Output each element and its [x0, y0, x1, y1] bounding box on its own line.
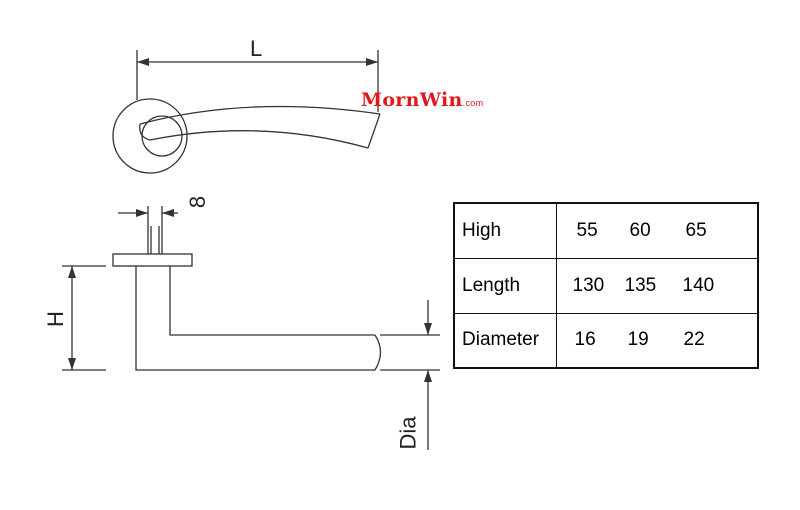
dim-dia-arrowhead-bottom [424, 370, 432, 382]
lever-top-root [139, 123, 151, 141]
row-values-length: 130 135 140 [555, 257, 758, 314]
table-row: Length 130 135 140 [453, 257, 758, 314]
lever-top-tip [367, 113, 381, 149]
dim-8-arrowhead-right [162, 209, 174, 217]
dim-h-arrowhead-bottom [68, 358, 76, 370]
brand-logo: MornWin.com [361, 89, 483, 111]
table-row: Diameter 16 19 22 [453, 312, 758, 369]
lever-side-inner [169, 266, 375, 336]
cell-value: 140 [682, 274, 715, 296]
row-values-diameter: 16 19 22 [555, 312, 758, 369]
lever-side-tip [374, 334, 382, 371]
spec-table: High 55 60 65 Length 130 135 140 Diamete… [453, 202, 759, 369]
dim-height-label: H [42, 311, 68, 327]
row-label-high: High [453, 202, 557, 259]
brand-domain: .com [462, 98, 484, 108]
dim-h-arrowhead-top [68, 266, 76, 278]
dim-l-arrowhead-left [137, 58, 149, 66]
table-row: High 55 60 65 [453, 202, 758, 259]
lever-top-lower [149, 130, 369, 149]
cell-value: 130 [572, 274, 605, 296]
cell-value: 19 [627, 329, 649, 351]
dim-length-label: L [250, 36, 263, 61]
cell-value: 60 [629, 219, 651, 241]
cell-value: 55 [576, 219, 598, 241]
rose-plate [112, 253, 193, 267]
cell-value: 16 [574, 329, 596, 351]
rose-outer [112, 98, 188, 174]
row-values-high: 55 60 65 [555, 202, 758, 259]
dim-8-arrowhead-left [136, 209, 148, 217]
dim-width-label: 8 [185, 195, 211, 209]
cell-value: 22 [683, 329, 705, 351]
lever-top-upper [139, 105, 381, 125]
dim-diameter-label: Dia [395, 416, 421, 450]
cell-value: 65 [685, 219, 707, 241]
brand-name: MornWin [361, 89, 463, 111]
cell-value: 135 [624, 274, 657, 296]
row-label-diameter: Diameter [453, 312, 557, 369]
lever-side-outer [135, 266, 375, 371]
row-label-length: Length [453, 257, 557, 314]
dim-dia-arrowhead-top [424, 323, 432, 335]
dim-l-arrowhead-right [366, 58, 378, 66]
